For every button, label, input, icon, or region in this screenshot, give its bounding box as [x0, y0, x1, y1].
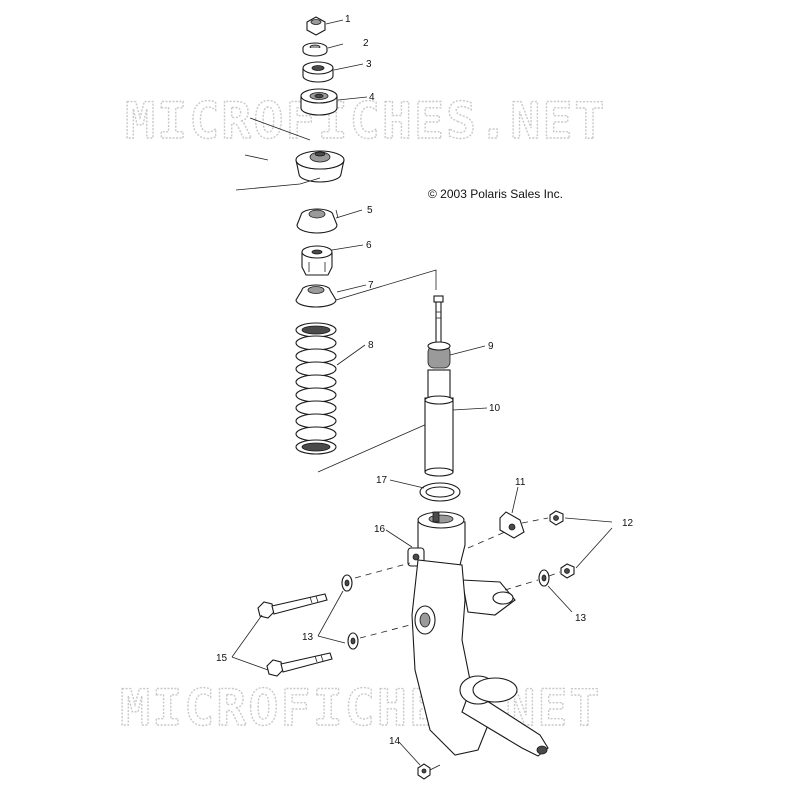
guide-line-bottom [317, 419, 437, 473]
watermark-top: MICROFICHES.NET [125, 92, 607, 150]
assembly-line-nut-lower [548, 571, 561, 577]
strut-shaft [433, 295, 444, 346]
assembly-line-upper-bolt [354, 562, 411, 579]
bracket-line-3 [235, 177, 321, 191]
callout-10: 10 [489, 403, 501, 414]
guide-line-top [335, 269, 437, 301]
part-14-grease-fitting [417, 763, 441, 780]
part-11-tab-bracket [499, 511, 525, 539]
callout-1: 1 [345, 14, 351, 25]
callout-14: 14 [389, 736, 401, 747]
part-12-nut-lower [560, 563, 575, 579]
part-16-spindle-knuckle [407, 511, 549, 757]
part-13-washer-upper-left [341, 574, 353, 592]
callout-15: 15 [216, 653, 228, 664]
callout-4: 4 [369, 92, 375, 103]
callout-16: 16 [374, 524, 386, 535]
part-9-bumper [427, 341, 451, 369]
part-13-washer-lower-left [347, 632, 359, 650]
callout-11: 11 [515, 477, 526, 488]
copyright-notice: © 2003 Polaris Sales Inc. [428, 187, 563, 201]
callout-13-left: 13 [302, 632, 314, 643]
bracket-line-2 [244, 154, 269, 161]
part-1-nut [306, 16, 326, 36]
part-6-spacer [301, 245, 333, 276]
callout-7: 7 [368, 280, 374, 291]
assembly-line-bracket [467, 531, 506, 549]
part-4-bearing [300, 88, 338, 116]
part-7-spring-seat [295, 284, 337, 308]
callout-9: 9 [488, 341, 494, 352]
part-12-nut-upper [549, 510, 564, 526]
part-17-ring [419, 482, 461, 502]
assembly-line-arm [504, 579, 539, 591]
bracket-line-1 [249, 117, 311, 141]
part-3-bushing [302, 61, 334, 83]
upper-mount [295, 150, 345, 183]
callout-5: 5 [367, 205, 373, 216]
callout-2: 2 [363, 38, 369, 49]
callout-6: 6 [366, 240, 372, 251]
part-13-washer-right [538, 569, 550, 587]
part-10-shock-body [424, 369, 454, 477]
part-2-washer [302, 42, 328, 57]
assembly-line-nut [521, 517, 549, 524]
callout-3: 3 [366, 59, 372, 70]
part-15-bolt-lower [266, 652, 333, 677]
part-8-coil-spring [295, 322, 337, 455]
callout-13-right: 13 [575, 613, 587, 624]
part-5-cup [296, 208, 338, 234]
callout-12: 12 [622, 518, 634, 529]
part-15-bolt-upper [257, 593, 328, 619]
callout-8: 8 [368, 340, 374, 351]
leader-lines [231, 19, 613, 766]
assembly-line-lower-bolt [359, 624, 411, 639]
callout-17: 17 [376, 475, 388, 486]
